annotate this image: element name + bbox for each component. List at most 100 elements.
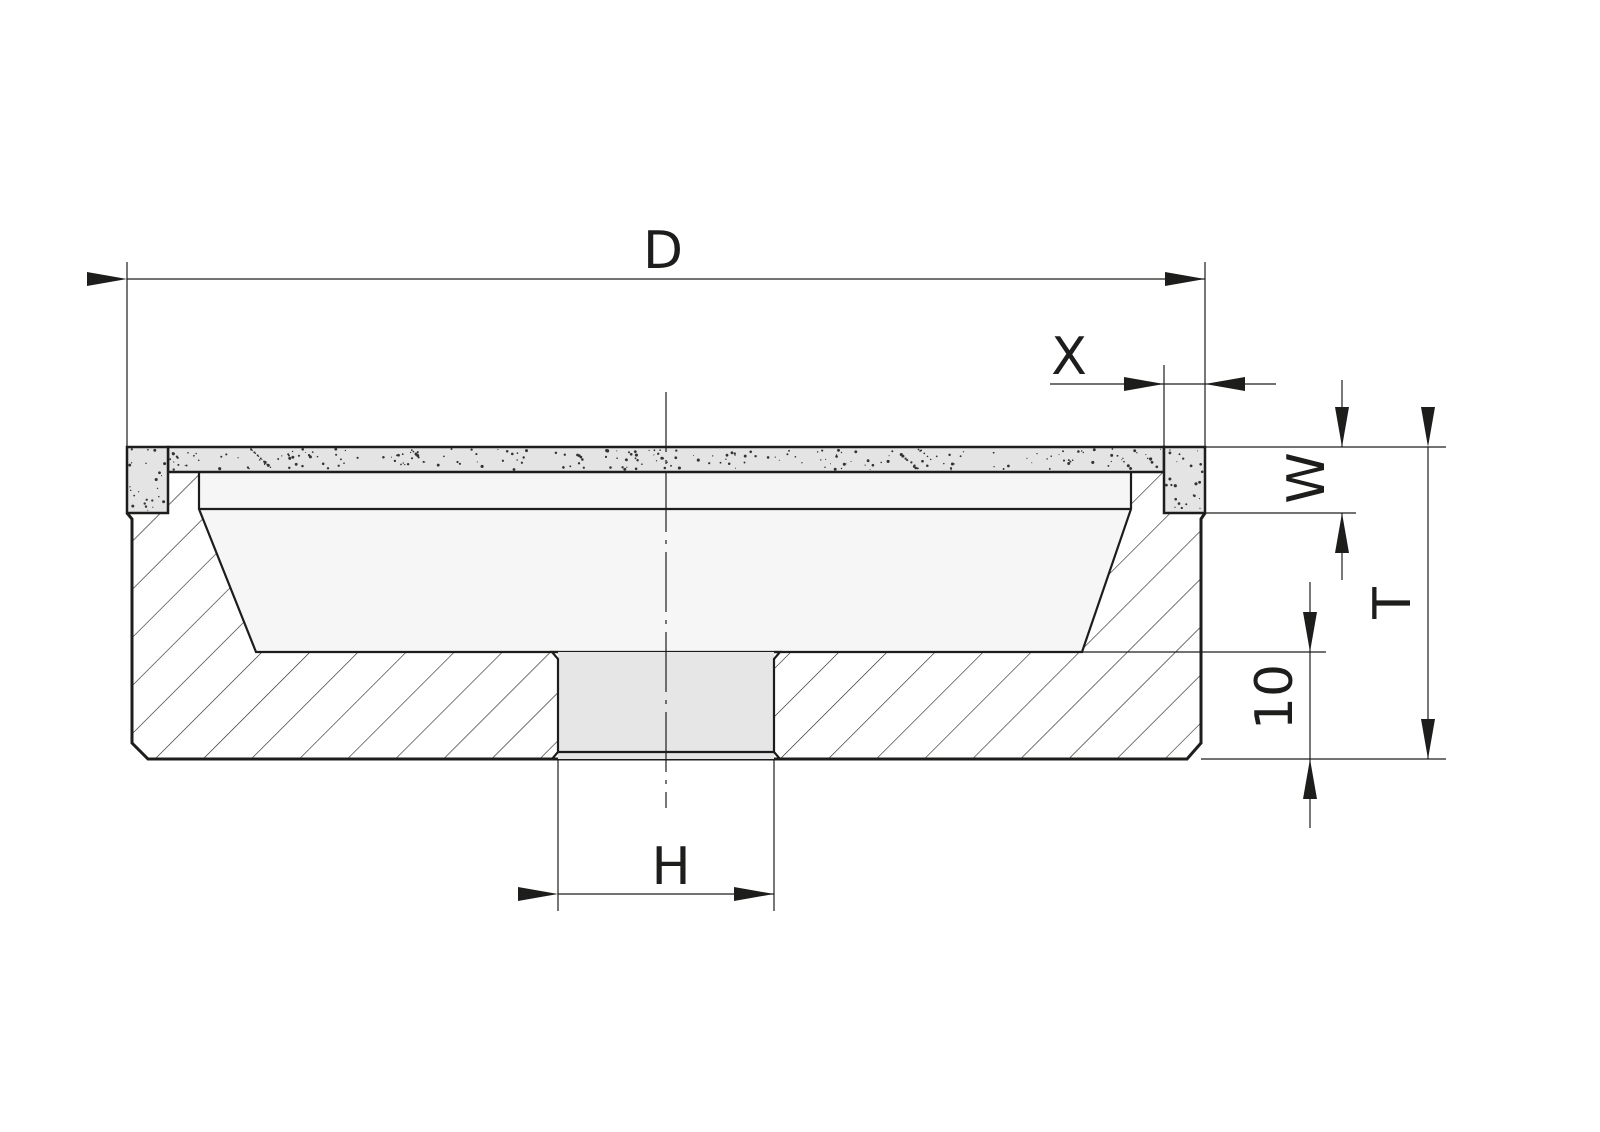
abrasive-grain — [393, 459, 397, 463]
abrasive-grain — [845, 463, 847, 465]
abrasive-grain — [854, 450, 858, 454]
abrasive-grain — [1069, 460, 1072, 463]
abrasive-grain — [708, 462, 711, 465]
abrasive-grain — [156, 487, 159, 490]
abrasive-grain — [475, 453, 478, 456]
abrasive-grain — [1062, 459, 1066, 462]
abrasive-grain — [197, 459, 200, 462]
abrasive-grain — [288, 456, 292, 460]
abrasive-grain — [950, 469, 952, 471]
abrasive-grain — [993, 466, 995, 468]
abrasive-grain — [774, 456, 776, 458]
abrasive-grain — [1123, 460, 1125, 463]
abrasive-grain — [766, 456, 770, 459]
abrasive-grain — [480, 464, 484, 468]
abrasive-grain — [749, 450, 752, 454]
abrasive-grain — [1036, 452, 1038, 455]
abrasive-grain — [871, 463, 875, 467]
abrasive-grain — [1169, 449, 1171, 451]
abrasive-grain — [145, 462, 147, 465]
abrasive-grain — [416, 453, 420, 458]
abrasive-grain — [356, 456, 359, 459]
abrasive-grain — [1145, 454, 1147, 456]
abrasive-grain — [554, 451, 558, 455]
abrasive-grain — [251, 449, 253, 452]
abrasive-grain — [820, 459, 822, 461]
abrasive-grain — [725, 458, 727, 460]
abrasive-grain — [926, 455, 929, 458]
abrasive-grain — [712, 455, 714, 457]
abrasive-grain — [950, 462, 954, 466]
abrasive-grain — [655, 460, 658, 462]
abrasive-grain — [1173, 484, 1177, 488]
abrasive-grain — [520, 461, 524, 464]
abrasive-grain — [1080, 450, 1083, 452]
abrasive-grain — [130, 448, 133, 451]
abrasive-grain — [1168, 451, 1172, 455]
abrasive-grain — [1160, 448, 1162, 450]
abrasive-grain — [727, 462, 731, 466]
abrasive-grain — [880, 461, 882, 464]
abrasive-grain — [259, 457, 262, 460]
abrasive-grain — [525, 449, 528, 453]
abrasive-grain — [390, 456, 392, 458]
abrasive-grain — [470, 448, 473, 451]
abrasive-grain — [406, 463, 410, 466]
abrasive-grain — [218, 467, 222, 471]
abrasive-grain — [130, 462, 133, 464]
abrasive-grain — [258, 455, 260, 457]
abrasive-grain — [1198, 480, 1202, 484]
dimension-t-label: T — [1363, 587, 1423, 620]
abrasive-grain — [294, 462, 298, 466]
abrasive-grain — [220, 455, 223, 458]
abrasive-grain — [129, 486, 131, 488]
abrasive-grain — [624, 458, 628, 462]
abrasive-grain — [195, 452, 197, 455]
abrasive-grain — [505, 449, 509, 453]
abrasive-grain — [609, 466, 612, 469]
abrasive-grain — [829, 463, 832, 465]
abrasive-grain — [923, 452, 926, 455]
abrasive-grain — [1092, 448, 1096, 452]
abrasive-grain — [734, 454, 736, 456]
abrasive-grain — [177, 463, 180, 466]
abrasive-grain — [248, 467, 250, 470]
abrasive-grain — [297, 454, 301, 457]
abrasive-grain — [287, 454, 290, 457]
abrasive-grain — [423, 461, 426, 463]
abrasive-grain — [914, 466, 918, 470]
abrasive-grain — [516, 459, 518, 461]
abrasive-grain — [833, 467, 837, 471]
abrasive-grain — [316, 455, 319, 458]
abrasive-grain — [840, 467, 843, 470]
abrasive-grain — [1058, 454, 1060, 456]
abrasive-grain — [1133, 449, 1137, 453]
abrasive-grain — [522, 456, 525, 459]
abrasive-grain — [160, 475, 163, 477]
abrasive-grain — [185, 464, 188, 467]
abrasive-grain — [636, 458, 639, 462]
abrasive-grain — [512, 468, 516, 471]
abrasive-grain — [153, 448, 157, 452]
abrasive-grain — [670, 464, 672, 467]
abrasive-grain — [891, 450, 894, 453]
abrasive-grain — [869, 469, 871, 471]
abrasive-grain — [562, 466, 565, 469]
abrasive-grain — [334, 447, 338, 451]
abrasive-grain — [263, 460, 267, 464]
abrasive-grain — [1198, 498, 1201, 500]
abrasive-grain — [627, 451, 631, 454]
dimension-h: H — [518, 759, 775, 911]
dimension-h-label: H — [651, 837, 690, 897]
abrasive-grain — [401, 453, 404, 456]
abrasive-grain — [735, 467, 737, 469]
abrasive-grain — [621, 466, 624, 469]
abrasive-grain — [158, 495, 160, 498]
abrasive-grain — [730, 451, 734, 455]
abrasive-grain — [169, 458, 172, 461]
abrasive-grain — [850, 460, 852, 463]
abrasive-grain — [653, 454, 655, 456]
abrasive-grain — [904, 457, 907, 460]
abrasive-grain — [172, 468, 175, 471]
abrasive-grain — [1180, 506, 1183, 510]
